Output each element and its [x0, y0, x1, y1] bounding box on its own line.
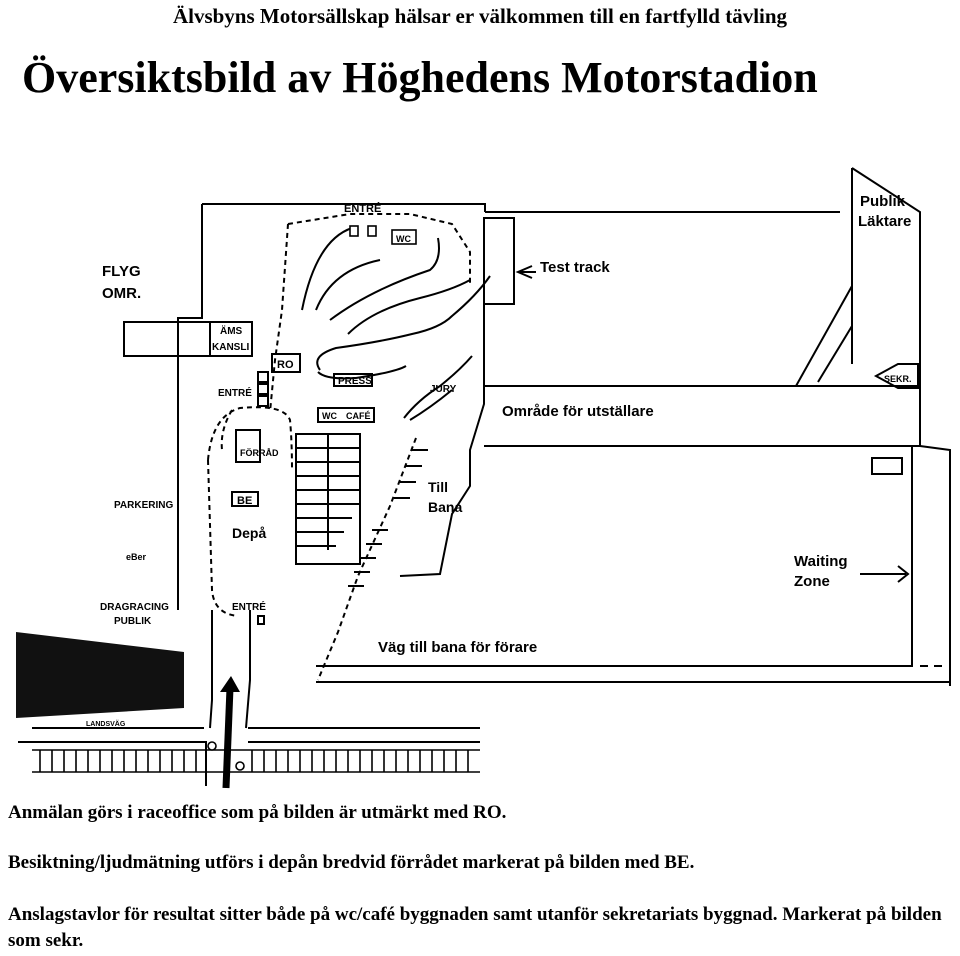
- map-label-entre-left: ENTRÉ: [218, 386, 252, 399]
- map-label-ro: RO: [277, 359, 294, 371]
- map-label-forrad: FÖRRÅD: [240, 448, 279, 458]
- map-label-press: PRESS: [338, 376, 372, 387]
- entry-arrow: [220, 676, 240, 789]
- map-label-jury: JURY: [430, 384, 457, 395]
- track-curve-1: [301, 227, 353, 311]
- waiting-zone-area: [316, 445, 913, 667]
- map-label-ams: ÄMS: [220, 324, 243, 337]
- map-label-flyg: FLYG: [102, 263, 141, 280]
- press-building: [333, 373, 373, 387]
- dragracing-stand: [16, 632, 184, 718]
- inspection-note: Besiktning/ljudmätning utförs i depån br…: [8, 852, 695, 873]
- map-label-el: eBer: [126, 552, 147, 562]
- map-label-be: BE: [237, 495, 252, 507]
- map-label-landsvag: LANDSVÄG: [86, 720, 126, 728]
- driver-road-dashed: [317, 437, 417, 681]
- sekr-marker: [873, 363, 919, 389]
- ro-building: [271, 353, 301, 373]
- wc-cafe-building: [317, 407, 375, 423]
- map-label-kansli: KANSLI: [212, 342, 249, 353]
- map-label-test-track: Test track: [540, 259, 610, 276]
- map-label-publik: Publik: [860, 193, 906, 210]
- map-label-wc-top: WC: [396, 234, 411, 244]
- map-label-parkering: PARKERING: [114, 500, 173, 511]
- fence-ticks: [39, 750, 469, 772]
- map-label-entre-top: ENTRÉ: [344, 202, 381, 215]
- stadium-map: ENTRÉ WC FLYG OMR. ÄMS KANSLI RO ENTRÉ P…: [16, 167, 951, 789]
- outer-boundary: [177, 204, 203, 610]
- exhibitor-area: [484, 167, 921, 387]
- be-building: [231, 491, 259, 507]
- map-label-zone: Zone: [794, 573, 830, 590]
- forrad-building: [235, 429, 261, 463]
- test-track-building: [483, 217, 515, 305]
- boards-note: Anslagstavlor för resultat sitter både p…: [8, 904, 942, 951]
- map-label-till: Till: [428, 479, 448, 495]
- greeting-heading: Älvsbyns Motorsällskap hälsar er välkomm…: [172, 4, 788, 28]
- ams-kansli-building: [123, 321, 253, 357]
- map-label-publik-drag: PUBLIK: [114, 616, 152, 627]
- map-label-wc-cafe-2: CAFÉ: [346, 411, 371, 421]
- map-label-omr: OMR.: [102, 285, 141, 302]
- map-label-dragracing: DRAGRACING: [100, 602, 169, 613]
- map-label-sekr: SEKR.: [884, 374, 912, 384]
- map-label-waiting: Waiting: [794, 553, 848, 570]
- registration-note: Anmälan görs i raceoffice som på bilden …: [8, 802, 507, 823]
- map-label-wc-cafe-1: WC: [322, 411, 337, 421]
- entrance-path: [287, 213, 471, 286]
- map-label-utstallare: Område för utställare: [502, 403, 654, 420]
- pit-parking-stripes: [295, 433, 361, 565]
- map-label-laktare: Läktare: [858, 213, 911, 230]
- page-title: Översiktsbild av Höghedens Motorstadion: [22, 53, 818, 102]
- map-label-depa: Depå: [232, 525, 266, 541]
- map-label-entre-bottom: ENTRÉ: [232, 600, 266, 613]
- map-label-bana: Bana: [428, 499, 462, 515]
- map-label-vag: Väg till bana för förare: [378, 639, 537, 656]
